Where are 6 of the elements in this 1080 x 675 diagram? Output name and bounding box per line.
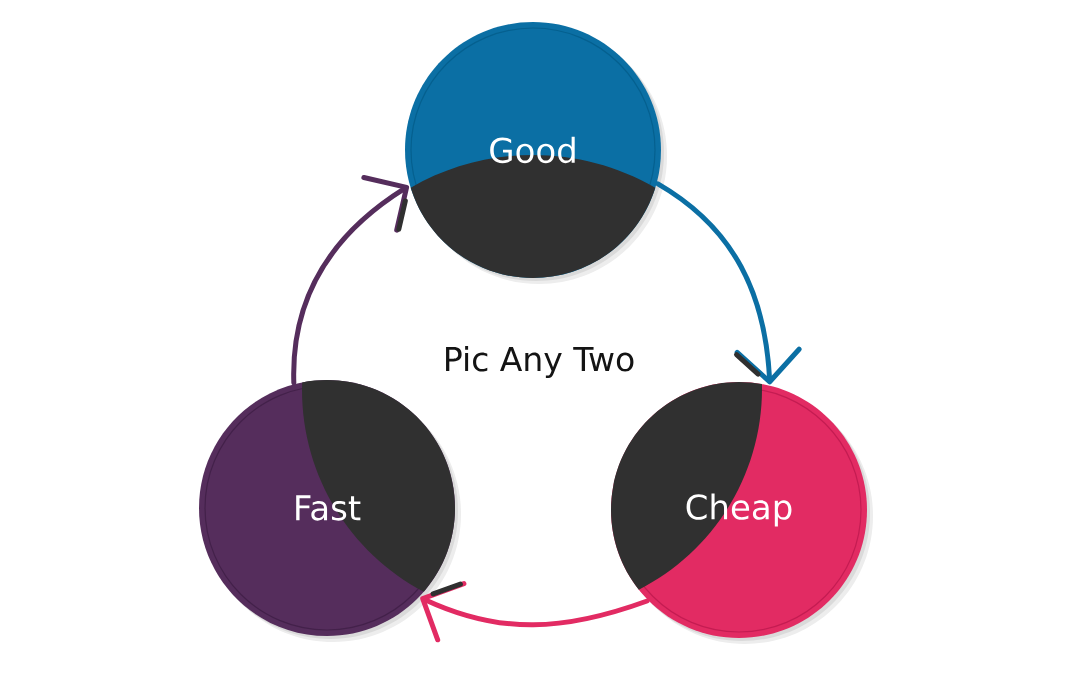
center-label: Pic Any Two [446, 346, 634, 378]
curved-arrow [291, 175, 410, 386]
curved-arrow [655, 181, 802, 385]
circle-node: Good [405, 22, 667, 284]
circle-node: Fast [199, 380, 461, 642]
curved-arrow [420, 581, 650, 643]
